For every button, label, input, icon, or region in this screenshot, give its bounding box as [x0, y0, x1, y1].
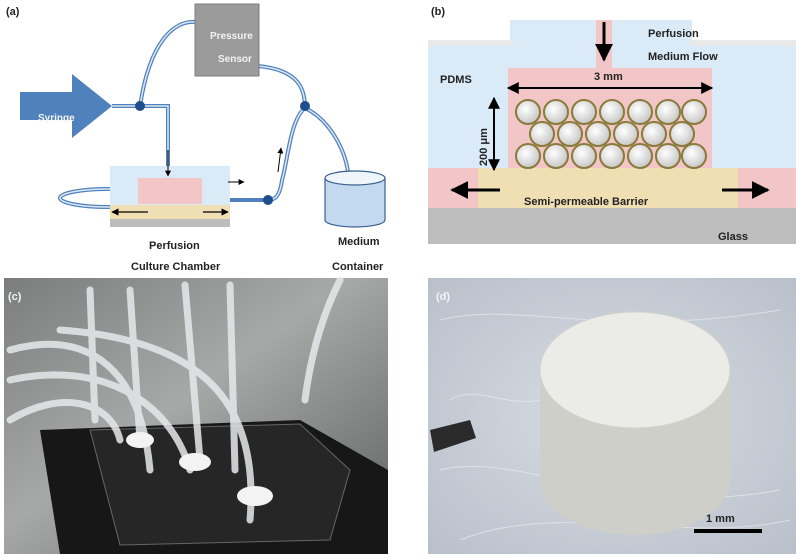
- perfusion-label-2: Medium Flow: [648, 51, 718, 63]
- forceps: [430, 420, 476, 452]
- barrier-label: Semi-permeable Barrier: [524, 196, 649, 208]
- junction-2: [300, 101, 310, 111]
- pdms-label: PDMS: [440, 74, 472, 86]
- junction-3: [263, 195, 273, 205]
- porous-scaffold: [515, 99, 707, 169]
- pressure-sensor-label-2: Sensor: [218, 54, 252, 65]
- pressure-sensor-box: [194, 3, 260, 77]
- syringe-label: Syringe: [38, 113, 75, 124]
- perfusion-label-1: Perfusion: [648, 28, 699, 40]
- glass-layer: [428, 208, 796, 244]
- culture-chamber: [110, 166, 230, 227]
- medium-container: [324, 170, 386, 228]
- panel-a-tag: (a): [6, 6, 20, 18]
- scaffold-disk: [539, 311, 731, 429]
- scale-bar: [694, 529, 762, 533]
- height-label: 200 μm: [478, 128, 490, 166]
- panel-c: (c): [4, 276, 388, 554]
- chamber-label-1: Perfusion: [149, 240, 200, 252]
- pressure-sensor-label-1: Pressure: [210, 31, 253, 42]
- width-label: 3 mm: [594, 71, 623, 83]
- container-label-2: Container: [332, 261, 384, 273]
- wells: [126, 432, 273, 506]
- panel-b: (b) Perfusion Medium Flow PDMS 3 mm 200 …: [428, 6, 796, 244]
- panel-b-tag: (b): [431, 6, 445, 18]
- semipermeable-barrier: [478, 168, 738, 208]
- panel-d: 1 mm (d): [428, 278, 796, 554]
- panel-c-tag: (c): [8, 291, 22, 303]
- panel-d-tag: (d): [436, 291, 450, 303]
- panel-a: (a) Syringe Pressure Sensor: [6, 3, 386, 273]
- junction-1: [135, 101, 145, 111]
- scale-label: 1 mm: [706, 513, 735, 525]
- tubing-bundle: [6, 276, 344, 524]
- container-label-1: Medium: [338, 236, 380, 248]
- glass-label: Glass: [718, 231, 748, 243]
- chamber-label-2: Culture Chamber: [131, 261, 221, 273]
- syringe-shape: [20, 74, 112, 138]
